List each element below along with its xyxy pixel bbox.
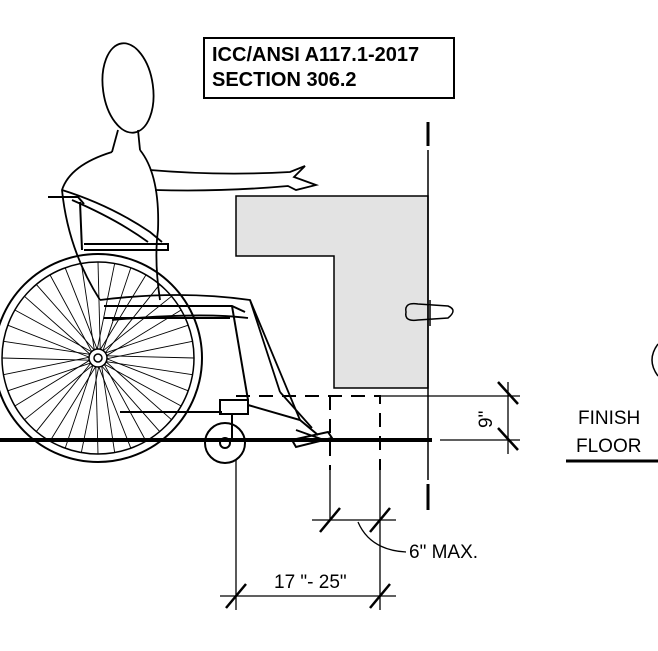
wheel-spoke xyxy=(106,340,193,360)
wheel-spoke xyxy=(1,357,90,361)
wheel-spoke xyxy=(49,274,93,352)
toe-height-label: 9" xyxy=(476,410,497,428)
code-reference-box: ICC/ANSI A117.1-2017 SECTION 306.2 xyxy=(203,37,455,99)
wheel-spoke xyxy=(106,358,189,392)
knee-clearance-label: 17 "- 25" xyxy=(274,572,347,593)
wheel-spoke xyxy=(49,366,96,442)
wheelchair-wheel xyxy=(0,253,203,463)
wheel-spoke xyxy=(80,263,95,350)
wall-line xyxy=(405,122,454,510)
break-symbol xyxy=(405,300,454,326)
toe-depth-label: 6" MAX. xyxy=(409,542,479,563)
detail-callout-arc xyxy=(651,343,658,377)
wheel-spoke xyxy=(105,324,189,354)
wheel-spoke xyxy=(103,364,147,442)
wheel-spoke xyxy=(24,295,91,355)
code-reference-line2: SECTION 306.2 xyxy=(212,69,357,91)
wheel-spoke xyxy=(7,362,91,392)
finish-floor-label-line1: FINISH xyxy=(578,408,641,429)
wheel-spoke xyxy=(105,361,172,421)
seated-person xyxy=(61,42,325,441)
wheel-spoke xyxy=(24,364,94,421)
counter-section xyxy=(235,195,429,389)
finish-floor-label-line2: FLOOR xyxy=(576,436,642,457)
wheel-spoke xyxy=(100,274,147,350)
dimension-lines xyxy=(220,381,520,610)
wheel-spoke xyxy=(7,324,90,358)
code-reference-line1: ICC/ANSI A117.1-2017 xyxy=(212,44,420,66)
